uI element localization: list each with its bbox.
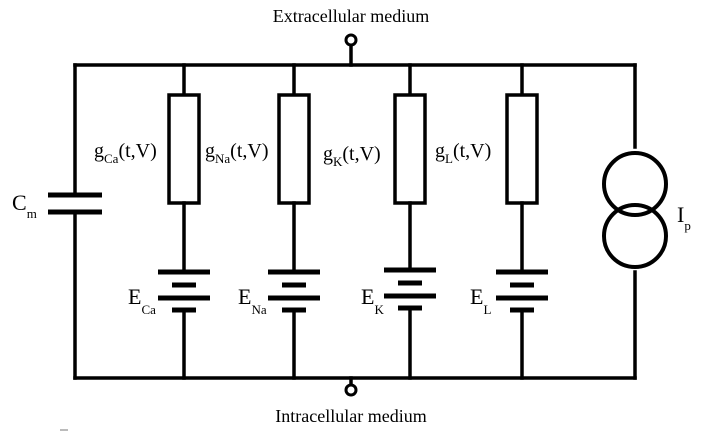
battery-label-na: ENa bbox=[238, 284, 267, 317]
top-terminal bbox=[344, 33, 358, 47]
conductance-label-k: gK(t,V) bbox=[323, 143, 381, 169]
conductance-label-na: gNa(t,V) bbox=[205, 140, 269, 166]
conductance-label-l: gL(t,V) bbox=[435, 140, 491, 166]
branch-ca bbox=[158, 63, 210, 380]
resistor-ca bbox=[167, 93, 201, 205]
current-source-label: Ip bbox=[677, 202, 691, 233]
battery-label-l: EL bbox=[470, 284, 491, 317]
battery-label-k: EK bbox=[361, 284, 384, 317]
capacitor-label: Cm bbox=[12, 190, 37, 221]
intracellular-label: Intracellular medium bbox=[275, 406, 426, 426]
resistor-k bbox=[393, 93, 427, 205]
capacitor-branch bbox=[48, 63, 102, 380]
resistor-na bbox=[277, 93, 311, 205]
branch-l bbox=[496, 63, 548, 380]
bottom-terminal bbox=[344, 383, 358, 397]
current-source-branch bbox=[602, 63, 668, 380]
resistor-l bbox=[505, 93, 539, 205]
current-source-ring-upper bbox=[602, 151, 668, 217]
current-source-ring-lower bbox=[602, 203, 668, 269]
branch-k bbox=[384, 63, 436, 380]
branch-na bbox=[268, 63, 320, 380]
conductance-branches bbox=[158, 63, 548, 380]
battery-label-ca: ECa bbox=[128, 284, 156, 317]
extracellular-label: Extracellular medium bbox=[273, 6, 429, 26]
conductance-label-ca: gCa(t,V) bbox=[94, 140, 157, 166]
